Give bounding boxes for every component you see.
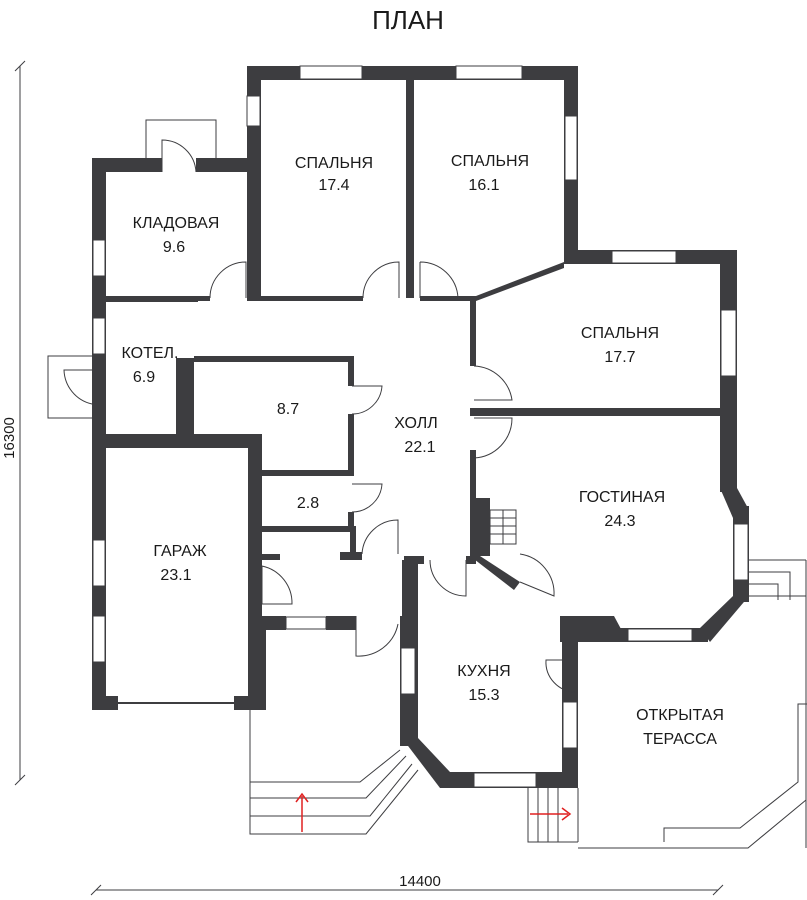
porch-lines — [249, 559, 807, 849]
entrance-arrows — [295, 792, 572, 832]
bedroom-1-area: 17.4 — [318, 177, 349, 194]
bedroom-2-area: 16.1 — [468, 177, 499, 194]
garage-area: 23.1 — [160, 567, 191, 584]
dimension-horizontal: 14400 — [90, 873, 724, 896]
bedroom-3-name: СПАЛЬНЯ — [581, 325, 659, 342]
garage-name: ГАРАЖ — [153, 543, 207, 560]
bedroom-3-area: 17.7 — [604, 349, 635, 366]
hall-name: ХОЛЛ — [394, 415, 437, 432]
hall-area: 22.1 — [404, 439, 435, 456]
bedroom-1-name: СПАЛЬНЯ — [295, 155, 373, 172]
terrace-name-line2: ТЕРАССА — [643, 731, 717, 748]
doors — [47, 119, 577, 693]
room-87-area: 8.7 — [277, 401, 299, 418]
storage-name: КЛАДОВАЯ — [133, 215, 220, 232]
height-dimension-label: 16300 — [1, 417, 18, 459]
plan-title: ПЛАН — [372, 5, 444, 35]
living-area: 24.3 — [604, 513, 635, 530]
windows — [92, 65, 749, 788]
room-28-area: 2.8 — [297, 495, 319, 512]
kitchen-name: КУХНЯ — [457, 663, 510, 680]
interior-walls — [92, 80, 722, 590]
living-name: ГОСТИНАЯ — [579, 489, 665, 506]
boiler-name: КОТЕЛ. — [122, 345, 179, 362]
room-labels: СПАЛЬНЯ 17.4 СПАЛЬНЯ 16.1 КЛАДОВАЯ 9.6 С… — [122, 153, 724, 748]
width-dimension-label: 14400 — [399, 873, 441, 890]
boiler-area: 6.9 — [133, 369, 155, 386]
dimension-vertical: 16300 — [1, 60, 26, 786]
storage-area: 9.6 — [163, 239, 185, 256]
bedroom-2-name: СПАЛЬНЯ — [451, 153, 529, 170]
kitchen-area: 15.3 — [468, 687, 499, 704]
terrace-name-line1: ОТКРЫТАЯ — [636, 707, 724, 724]
